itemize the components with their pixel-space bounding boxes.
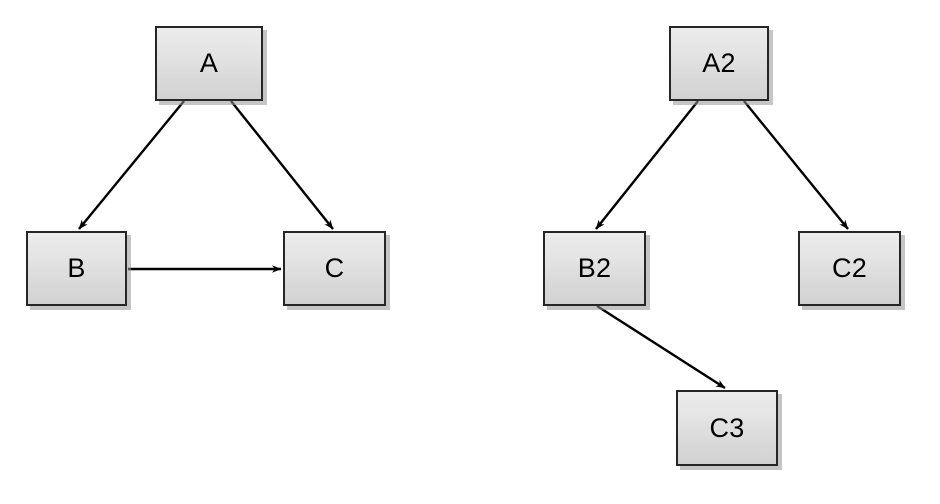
edge-a-to-c [230,100,334,230]
node-c2[interactable]: C2 [798,231,901,306]
edges-group [78,100,849,390]
node-b2[interactable]: B2 [543,231,646,306]
node-a2-label: A2 [702,48,736,78]
node-a-label: A [199,48,219,78]
node-c2-label: C2 [832,253,867,283]
node-a[interactable]: A [155,26,263,101]
edge-a2-to-c2 [743,100,849,230]
node-c3-label: C3 [709,412,745,443]
edge-a-to-b [78,100,185,230]
edge-b2-to-c3 [596,304,726,390]
node-b-label: B [67,253,86,283]
edge-a2-to-b2 [595,100,699,230]
node-b[interactable]: B [26,231,127,306]
node-c3[interactable]: C3 [676,390,778,466]
node-c-label: C [324,253,345,283]
node-b2-label: B2 [577,253,612,283]
node-c[interactable]: C [283,231,386,306]
node-a2[interactable]: A2 [669,26,769,101]
